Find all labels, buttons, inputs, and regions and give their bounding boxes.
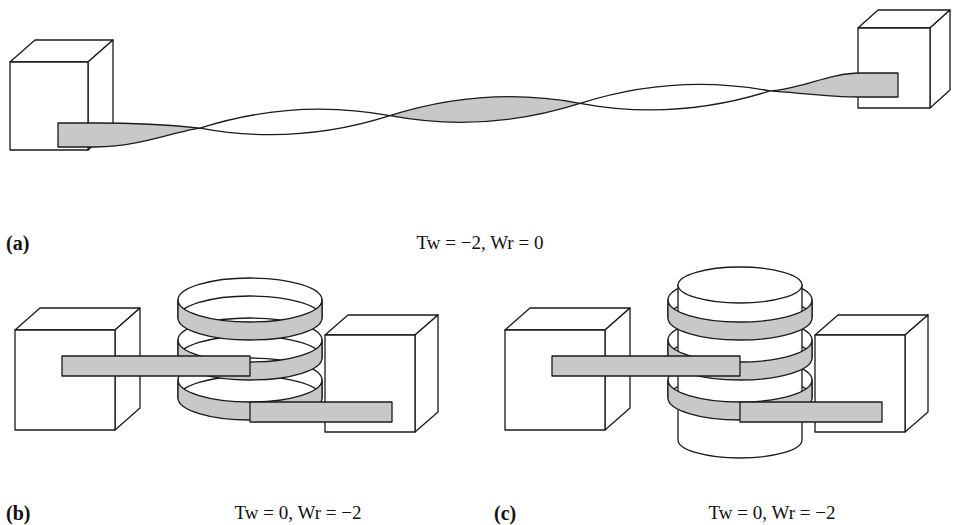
ribbon-strip: [62, 356, 392, 422]
panel-caption: Tw = 0, Wr = −2: [709, 503, 836, 524]
panel-caption: Tw = 0, Wr = −2: [235, 503, 362, 524]
panel-tag: (c): [494, 502, 516, 524]
panel-tag: (b): [6, 502, 30, 524]
coil-back: [178, 278, 322, 398]
twisted-ribbon: [58, 73, 898, 147]
ribbon-strip: [552, 356, 882, 422]
panel-tag: (a): [6, 232, 29, 254]
panel-caption: Tw = −2, Wr = 0: [417, 233, 544, 254]
